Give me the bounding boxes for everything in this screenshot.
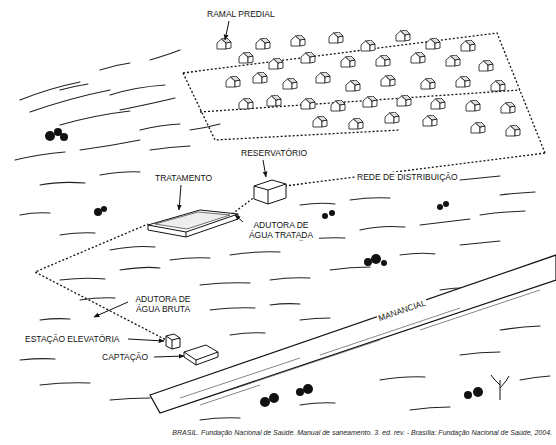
callout-label: ESTAÇÃO ELEVATÓRIA — [24, 334, 120, 344]
intake — [184, 345, 218, 365]
houses — [217, 30, 520, 136]
callout-label: RESERVATÓRIO — [240, 148, 308, 158]
river — [150, 255, 556, 413]
callout-label: ADUTORA DE ÁGUA BRUTA — [128, 294, 198, 314]
pump-station — [166, 334, 180, 349]
source-caption: BRASIL. Fundação Nacional de Saúde. Manu… — [172, 428, 552, 437]
structures — [148, 180, 286, 365]
callout-label: TRATAMENTO — [154, 173, 213, 183]
treatment-plant — [148, 210, 238, 232]
callout-label: CAPTAÇÃO — [101, 352, 149, 362]
callout-label: ADUTORA DE ÁGUA TRATADA — [243, 220, 319, 240]
reservoir — [254, 180, 286, 204]
leader-arrows — [94, 21, 266, 357]
pipelines — [35, 33, 545, 343]
tree — [491, 375, 509, 400]
callout-label: REDE DE DISTRIBUIÇÃO — [356, 172, 459, 182]
callout-label: RAMAL PREDIAL — [206, 9, 276, 19]
river-label: MANANCIAL — [376, 297, 428, 323]
